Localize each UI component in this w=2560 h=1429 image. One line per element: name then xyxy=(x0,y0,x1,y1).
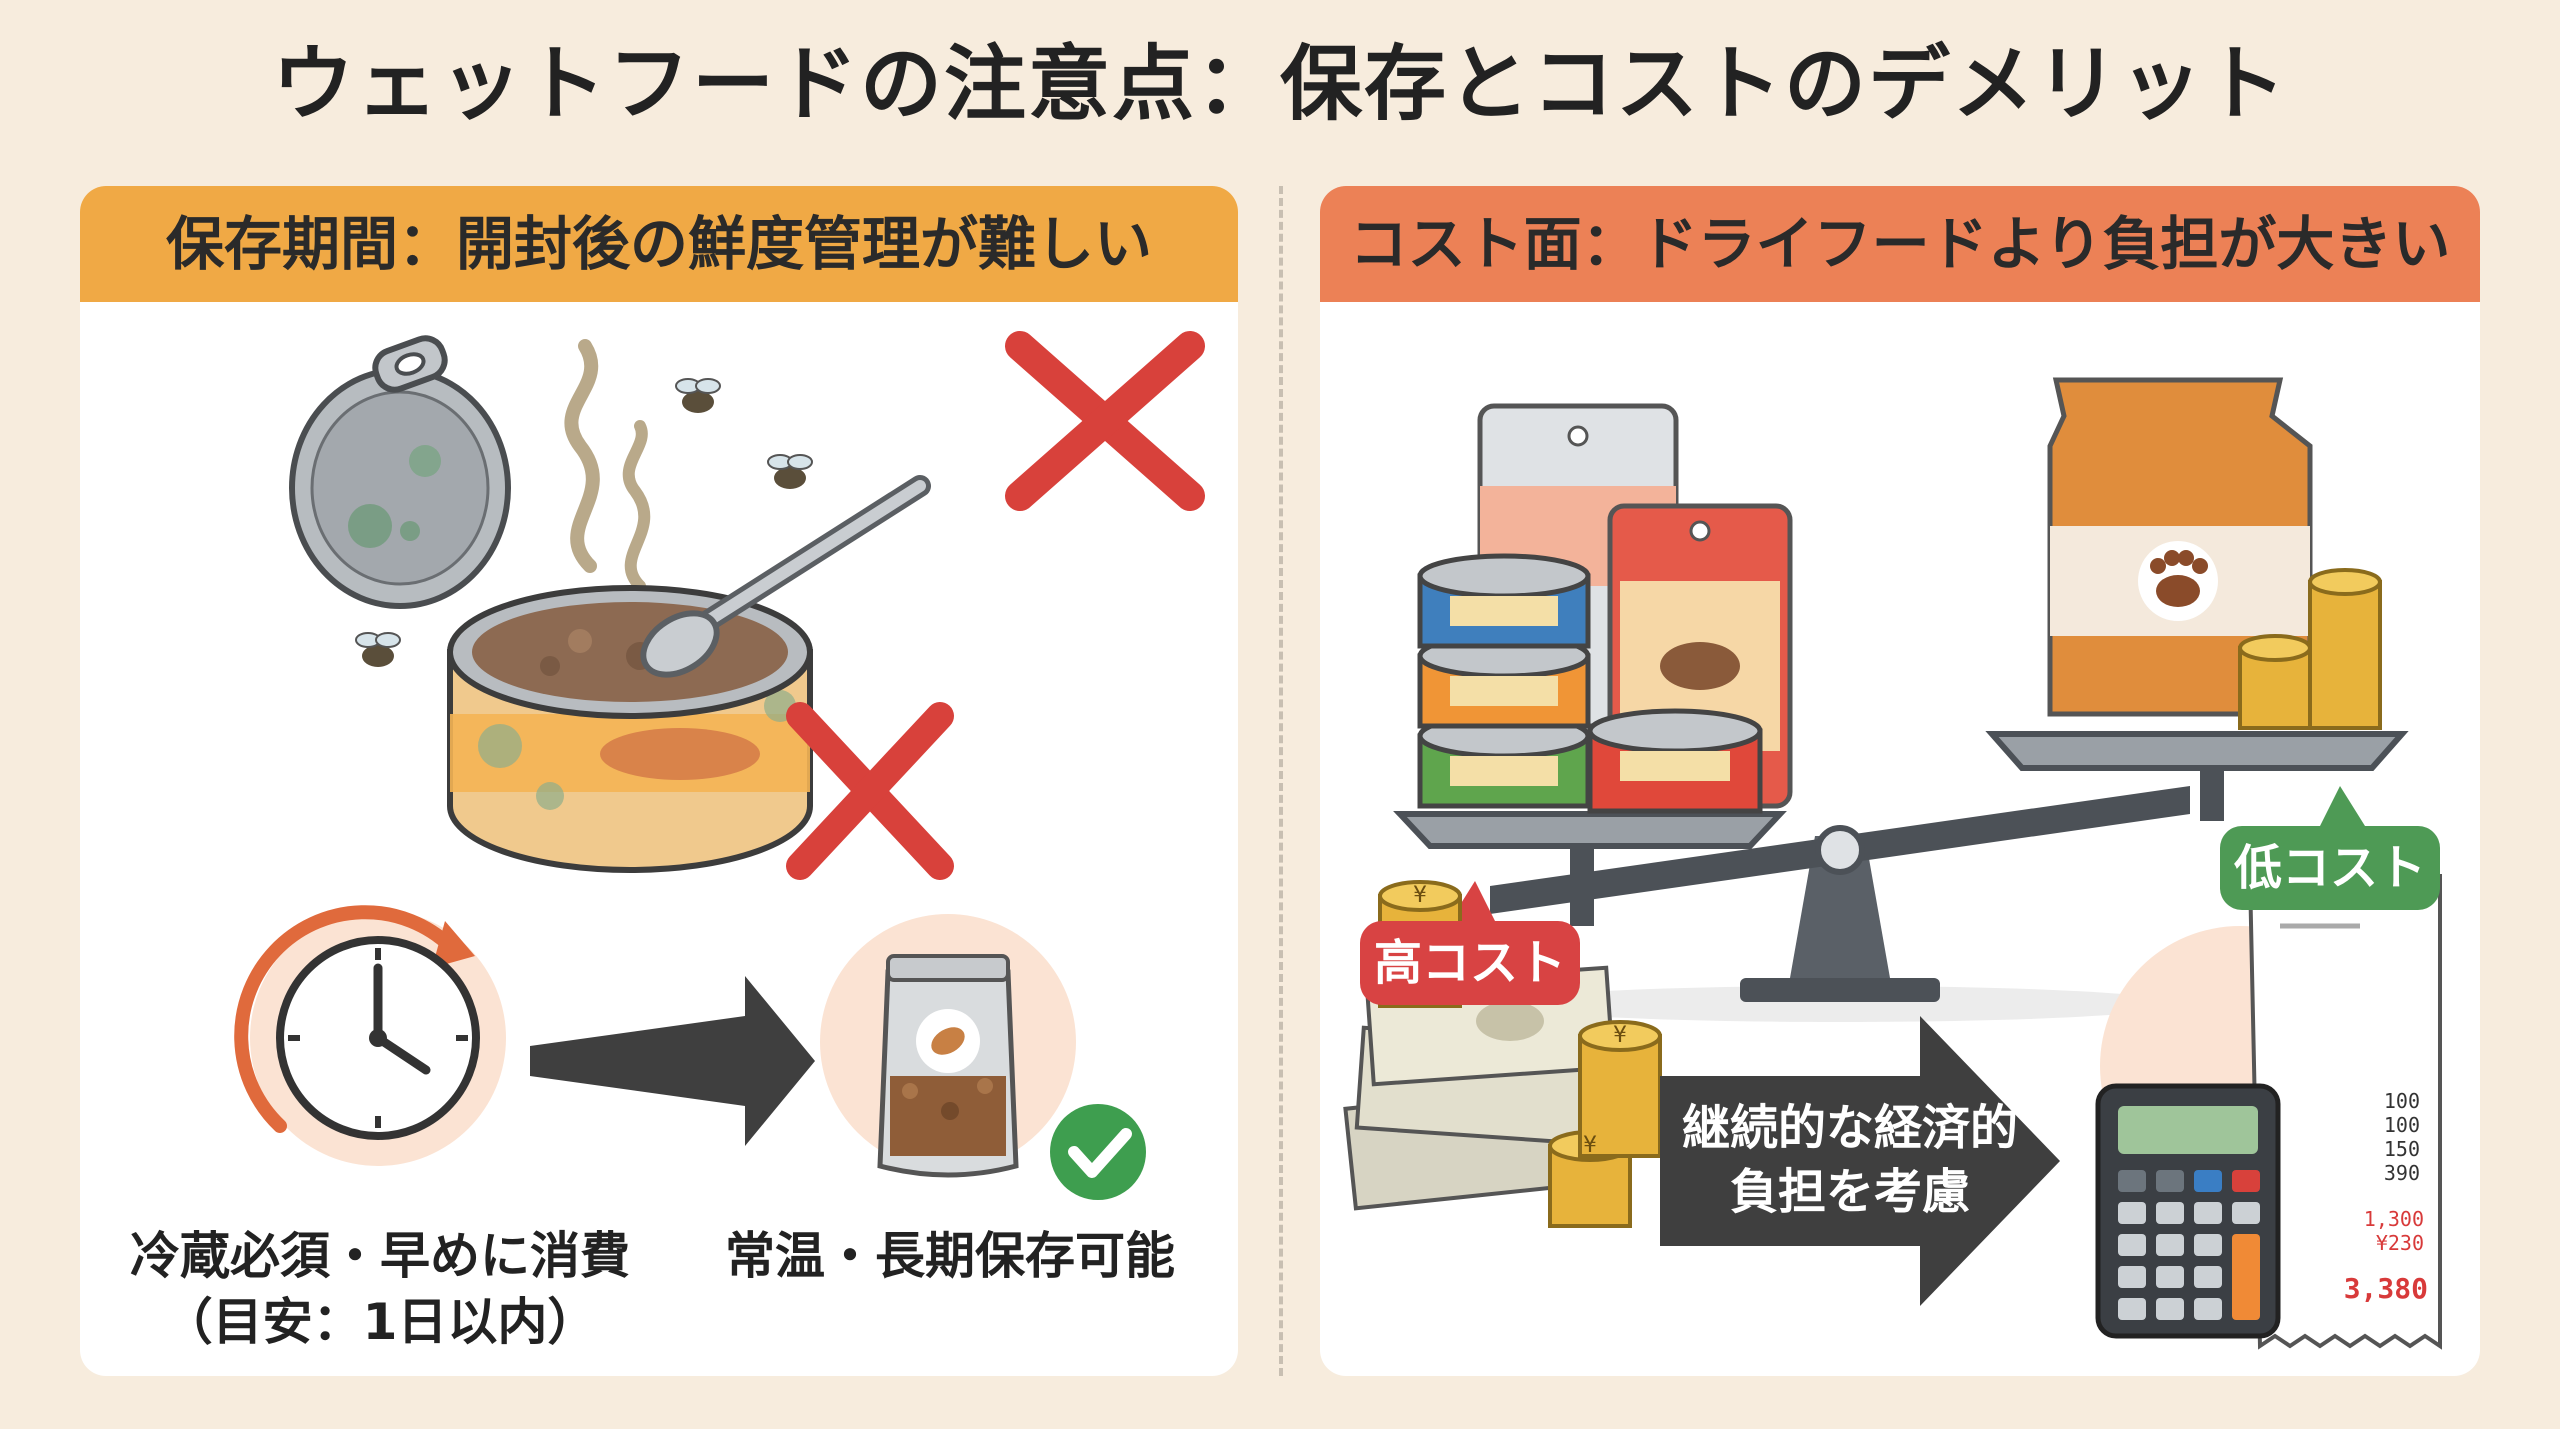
cross-mark-icon xyxy=(786,702,954,880)
yen-symbol: ¥ xyxy=(1413,883,1426,908)
dry-storage-caption: 常温・長期保存可能 xyxy=(725,1227,1175,1285)
panel-divider xyxy=(1279,186,1283,1376)
low-cost-tag: 低コスト xyxy=(2220,826,2440,910)
cross-mark-icon xyxy=(1005,331,1205,511)
receipt-red-line: ¥230 xyxy=(2376,1231,2424,1255)
open-can-icon xyxy=(447,585,813,873)
receipt-total: 3,380 xyxy=(2344,1272,2428,1305)
fly-icon xyxy=(675,378,721,413)
storage-illustration xyxy=(234,331,1205,1200)
cost-panel: コスト面：ドライフードより負担が大きい xyxy=(1320,186,2480,1376)
can-lid-icon xyxy=(289,335,511,609)
fridge-caption-line2: （目安：1日以内） xyxy=(162,1293,598,1351)
yen-symbol: ¥ xyxy=(1583,1133,1596,1158)
smell-wisp-icon xyxy=(564,339,600,573)
cost-panel-header: コスト面：ドライフードより負担が大きい xyxy=(1320,186,2480,302)
high-cost-tag: 高コスト xyxy=(1360,921,1580,1005)
arrow-right-icon xyxy=(1660,1016,2060,1306)
fly-icon xyxy=(767,454,813,489)
fridge-caption-line1: 冷蔵必須・早めに消費 xyxy=(130,1227,630,1285)
receipt-line: 100 xyxy=(2384,1089,2420,1113)
spoon-icon xyxy=(640,475,931,678)
dry-food-pouch-icon xyxy=(820,914,1076,1178)
fly-icon xyxy=(355,632,401,667)
receipt-line: 150 xyxy=(2384,1137,2420,1161)
cost-arrow-line1: 継続的な経済的 xyxy=(1681,1100,2018,1156)
clock-icon xyxy=(234,905,506,1166)
cost-arrow-line2: 負担を考慮 xyxy=(1729,1164,1970,1220)
storage-panel: 保存期間：開封後の鮮度管理が難しい xyxy=(80,186,1238,1376)
balance-scale-icon xyxy=(1393,731,2409,1022)
storage-panel-header: 保存期間：開封後の鮮度管理が難しい xyxy=(80,186,1238,302)
arrow-right-icon xyxy=(530,976,815,1146)
coin-stack-icon xyxy=(2238,568,2382,730)
receipt-red-line: 1,300 xyxy=(2364,1207,2424,1231)
cans-stack-icon xyxy=(1417,553,1763,814)
check-mark-icon xyxy=(1050,1104,1146,1200)
yen-symbol: ¥ xyxy=(1613,1023,1626,1048)
smell-wisp-icon xyxy=(622,420,651,592)
receipt-line: 100 xyxy=(2384,1113,2420,1137)
dry-food-bag-icon xyxy=(2047,377,2313,717)
page-title: ウェットフードの注意点：保存とコストのデメリット xyxy=(271,37,2288,132)
cost-illustration: ¥ ¥ ¥ 100 100 150 390 1,300 ¥230 3,380 xyxy=(1343,377,2442,1350)
calculator-icon xyxy=(2095,1083,2281,1339)
receipt-line: 390 xyxy=(2384,1161,2420,1185)
